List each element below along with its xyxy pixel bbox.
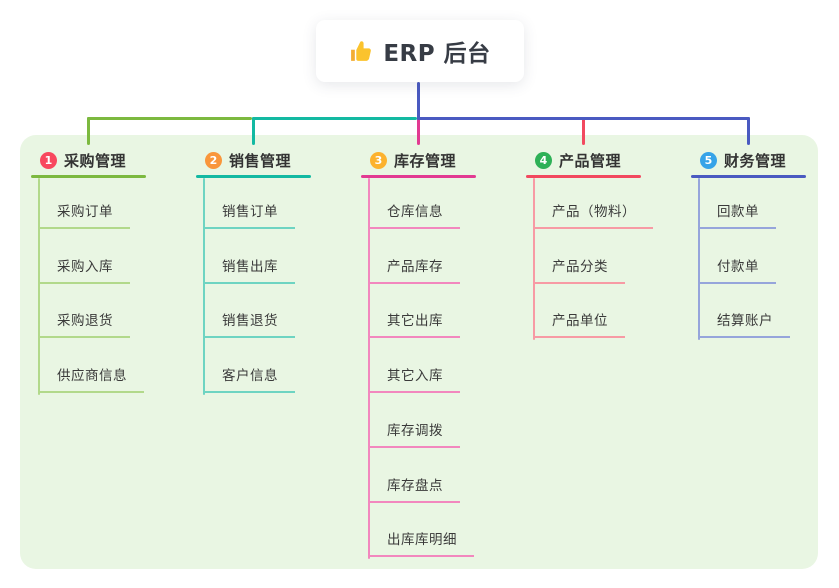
child-node[interactable]: 销售退货: [203, 311, 295, 338]
thumbs-up-icon: [349, 39, 374, 64]
branch-number-badge: 2: [205, 152, 222, 169]
branch-node[interactable]: 2 销售管理: [205, 150, 291, 171]
branch-underline: [526, 175, 641, 178]
branch-number-badge: 1: [40, 152, 57, 169]
branch-drop-line-4: [582, 117, 585, 145]
branch-underline: [31, 175, 146, 178]
branch-label: 产品管理: [559, 152, 622, 170]
branch-trunk-line: [38, 178, 40, 395]
child-node[interactable]: 销售订单: [203, 202, 295, 229]
branch-label: 采购管理: [64, 152, 127, 170]
child-node[interactable]: 其它出库: [368, 311, 460, 338]
top-rail-teal-segment: [252, 117, 417, 120]
child-node[interactable]: 仓库信息: [368, 202, 460, 229]
root-connector-line: [417, 82, 420, 120]
branch-trunk-line: [203, 178, 205, 395]
branch-drop-line-1: [87, 117, 90, 145]
child-node[interactable]: 付款单: [698, 257, 776, 284]
branch-label: 销售管理: [229, 152, 292, 170]
branch-node[interactable]: 3 库存管理: [370, 150, 456, 171]
branch-underline: [691, 175, 806, 178]
child-node[interactable]: 客户信息: [203, 366, 295, 393]
branch-trunk-line: [698, 178, 700, 340]
branch-node[interactable]: 4 产品管理: [535, 150, 621, 171]
child-node[interactable]: 采购退货: [38, 311, 130, 338]
branch-label: 财务管理: [724, 152, 787, 170]
branch-drop-line-2: [252, 117, 255, 145]
root-node-label: ERP 后台: [383, 41, 491, 67]
branch-node[interactable]: 1 采购管理: [40, 150, 126, 171]
child-node[interactable]: 出库库明细: [368, 530, 474, 557]
child-node[interactable]: 产品分类: [533, 257, 625, 284]
child-node[interactable]: 回款单: [698, 202, 776, 229]
top-rail-indigo-segment: [417, 117, 750, 120]
root-node[interactable]: ERP 后台: [316, 20, 524, 82]
branch-underline: [361, 175, 476, 178]
branch-number-badge: 5: [700, 152, 717, 169]
top-rail-green-segment: [87, 117, 252, 120]
branch-trunk-line: [368, 178, 370, 559]
child-node[interactable]: 其它入库: [368, 366, 460, 393]
child-node[interactable]: 结算账户: [698, 311, 790, 338]
branch-label: 库存管理: [394, 152, 457, 170]
branch-trunk-line: [533, 178, 535, 340]
child-node[interactable]: 库存调拨: [368, 421, 460, 448]
child-node[interactable]: 采购入库: [38, 257, 130, 284]
branch-drop-line-3: [417, 117, 420, 145]
branch-number-badge: 3: [370, 152, 387, 169]
branch-number-badge: 4: [535, 152, 552, 169]
branch-underline: [196, 175, 311, 178]
branch-drop-line-5: [747, 117, 750, 145]
branch-node[interactable]: 5 财务管理: [700, 150, 786, 171]
branches-panel: [20, 135, 818, 569]
child-node[interactable]: 产品（物料）: [533, 202, 653, 229]
child-node[interactable]: 库存盘点: [368, 476, 460, 503]
child-node[interactable]: 产品单位: [533, 311, 625, 338]
child-node[interactable]: 采购订单: [38, 202, 130, 229]
child-node[interactable]: 销售出库: [203, 257, 295, 284]
child-node[interactable]: 供应商信息: [38, 366, 144, 393]
child-node[interactable]: 产品库存: [368, 257, 460, 284]
